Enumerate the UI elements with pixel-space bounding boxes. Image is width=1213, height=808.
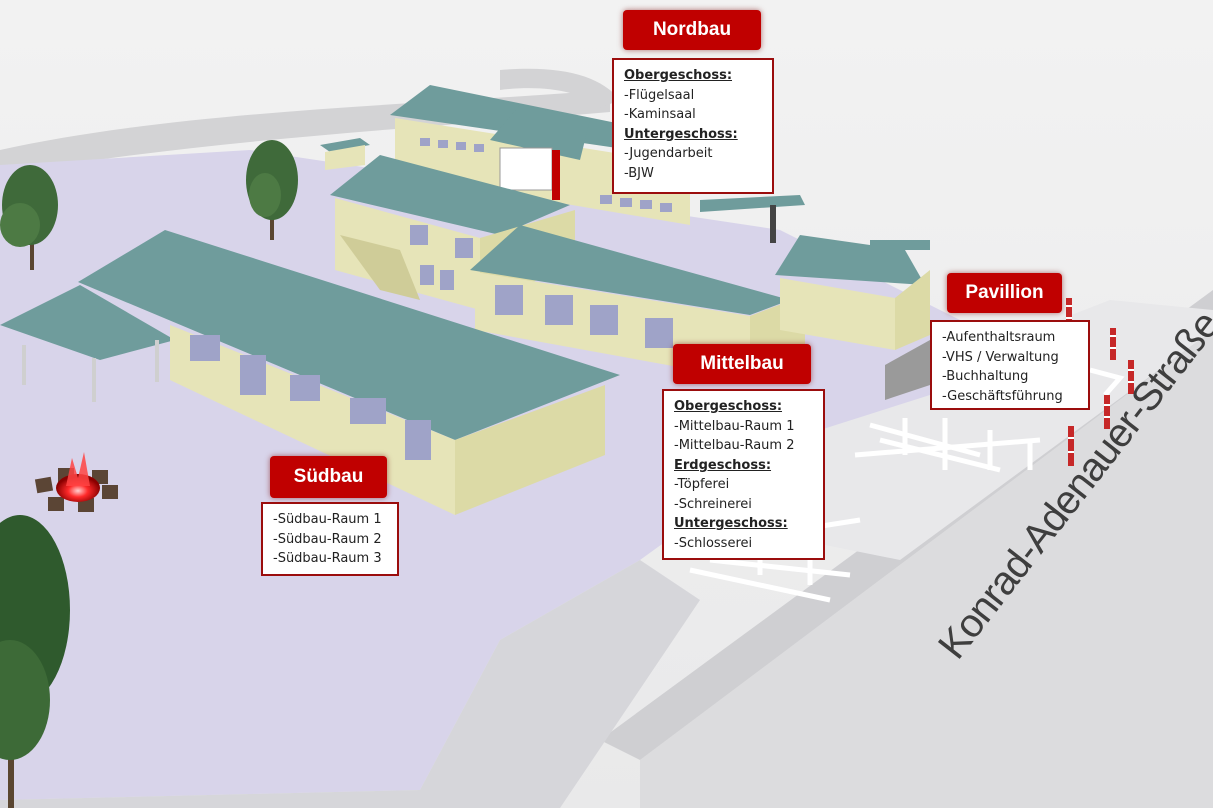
shed <box>320 138 370 170</box>
nordbau-line: -Jugendarbeit <box>624 146 713 161</box>
nordbau-rooms-box: Obergeschoss: -Flügelsaal -Kaminsaal Unt… <box>612 58 774 194</box>
mittelbau-rooms-box: Obergeschoss: -Mittelbau-Raum 1 -Mittelb… <box>662 389 825 560</box>
suedbau-title: Südbau <box>270 456 387 498</box>
mittelbau-line: -Töpferei <box>674 477 730 492</box>
pavillion-rooms-box: -Aufenthaltsraum -VHS / Verwaltung -Buch… <box>930 320 1090 410</box>
pavillion-line: -Geschäftsführung <box>942 388 1063 404</box>
tree-center <box>246 140 298 240</box>
tree-left <box>0 165 58 270</box>
parking-lines <box>689 367 1125 603</box>
nordbau-line: Untergeschoss: <box>624 126 738 142</box>
pavillion-line: -VHS / Verwaltung <box>942 349 1059 365</box>
pavillion-building <box>775 235 930 400</box>
nordbau-line: -Kaminsaal <box>624 107 696 122</box>
mittelbau-line: Untergeschoss: <box>674 516 788 531</box>
suedbau-line: -Südbau-Raum 3 <box>273 551 382 566</box>
suedbau-rooms-box: -Südbau-Raum 1 -Südbau-Raum 2 -Südbau-Ra… <box>261 502 399 576</box>
nordbau-title: Nordbau <box>623 10 761 50</box>
barrier-poles <box>1066 298 1134 466</box>
pavillion-title: Pavillion <box>947 273 1062 313</box>
fire-pit <box>34 452 118 512</box>
pavillion-line: -Aufenthaltsraum <box>942 330 1056 345</box>
mittelbau-line: -Schlosserei <box>674 535 753 551</box>
nordbau-line: -BJW <box>624 165 654 181</box>
mittelbau-line: -Mittelbau-Raum 1 <box>674 418 795 434</box>
nordbau-line: -Flügelsaal <box>624 87 695 103</box>
pavillion-line: -Buchhaltung <box>942 369 1029 384</box>
suedbau-line: -Südbau-Raum 1 <box>273 512 382 527</box>
tree-front-left <box>0 515 70 808</box>
mittelbau-title: Mittelbau <box>673 344 811 384</box>
suedbau-building <box>0 230 620 515</box>
upper-path-bend <box>500 68 620 108</box>
mittelbau-line: -Schreinerei <box>674 496 752 512</box>
mittelbau-line: Obergeschoss: <box>674 399 783 414</box>
ground-front-edge <box>0 560 700 808</box>
nordbau-line: Obergeschoss: <box>624 68 733 83</box>
mittelbau-line: Erdgeschoss: <box>674 457 772 473</box>
suedbau-line: -Südbau-Raum 2 <box>273 531 382 547</box>
mittelbau-line: -Mittelbau-Raum 2 <box>674 438 795 453</box>
